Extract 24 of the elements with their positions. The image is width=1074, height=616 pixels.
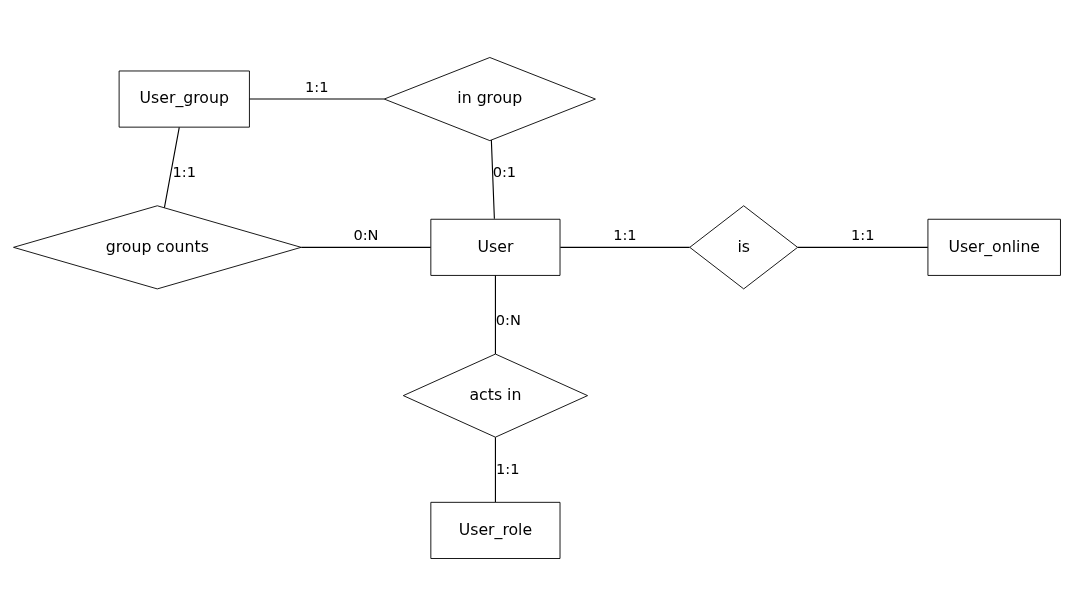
connector (248, 98, 385, 100)
edge-label: 1:1 (496, 459, 520, 477)
edge-label: 1:1 (172, 163, 197, 181)
edge-label: 0:N (353, 225, 379, 243)
node-diamond: acts in (402, 353, 588, 438)
node-box: User_role (430, 501, 561, 559)
node-diamond: is (689, 205, 799, 290)
connector (300, 246, 432, 248)
edge-label: 0:1 (492, 163, 517, 181)
connector (163, 126, 180, 209)
connector (490, 139, 495, 220)
node-box: User (430, 218, 561, 276)
edge-label: 1:1 (851, 225, 875, 243)
connector (494, 275, 496, 355)
edge-label: 0:N (495, 311, 521, 329)
connector (559, 246, 691, 248)
edge-label: 1:1 (613, 225, 637, 243)
node-diamond: group counts (13, 205, 302, 290)
connector (797, 246, 929, 248)
node-box: User_group (118, 70, 250, 128)
connector (494, 436, 496, 503)
node-box: User_online (927, 218, 1061, 276)
node-diamond: in group (383, 57, 596, 142)
edge-label: 1:1 (305, 77, 329, 95)
